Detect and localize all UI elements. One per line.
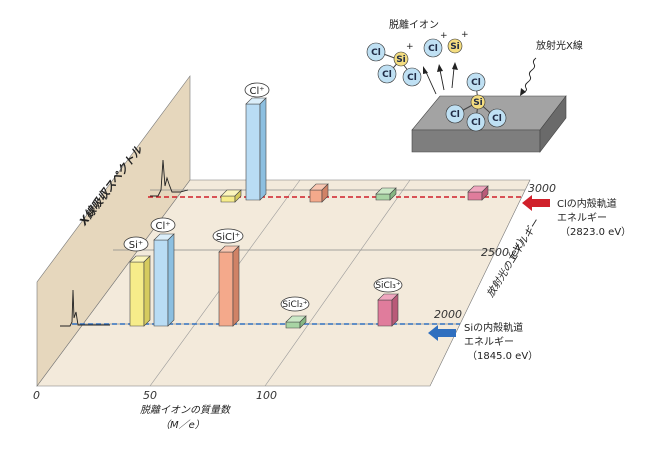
- svg-text:Cl: Cl: [471, 78, 481, 88]
- svg-text:Cl: Cl: [428, 44, 438, 54]
- mass-axis-unit: （M／e）: [160, 419, 205, 431]
- si-edge-arrow: [428, 325, 456, 341]
- bar-cl-plus-high: [245, 97, 267, 201]
- svg-text:+: +: [461, 30, 469, 40]
- svg-text:Cl: Cl: [371, 48, 381, 58]
- bar-cl-plus-low: [153, 233, 175, 327]
- label-cl-plus-high: Cl⁺: [244, 82, 270, 98]
- adsorbed-cl-top: Cl: [466, 72, 486, 92]
- grid-m100: [264, 179, 411, 387]
- radiation-label: 放射光X線: [536, 39, 583, 52]
- ion-si-plus: Si: [447, 38, 463, 54]
- label-sicl2-plus: SiCl₂⁺: [280, 296, 310, 312]
- energy-tick-2500: 2500: [481, 246, 509, 259]
- cl-edge-line3: （2823.0 eV）: [560, 226, 631, 238]
- svg-text:Si⁺: Si⁺: [129, 240, 143, 251]
- adsorbed-cl-left: Cl: [445, 104, 465, 124]
- bar-si-plus: [129, 255, 151, 327]
- frag-si: Si: [393, 51, 409, 67]
- surface-slab-side: [539, 95, 567, 153]
- box-sicl2-high: [375, 187, 397, 201]
- svg-text:+: +: [406, 42, 414, 52]
- svg-text:Si: Si: [396, 55, 406, 65]
- label-cl-plus-low: Cl⁺: [150, 217, 176, 233]
- xray-wave: [521, 57, 537, 94]
- svg-text:SiCl⁺: SiCl⁺: [216, 232, 240, 243]
- bar-sicl-plus: [218, 245, 240, 327]
- svg-text:Cl⁺: Cl⁺: [155, 221, 170, 232]
- mass-tick-50: 50: [143, 389, 157, 402]
- desorbed-ions-label: 脱離イオン: [389, 18, 439, 31]
- svg-text:SiCl₃⁺: SiCl₃⁺: [375, 281, 401, 291]
- spectrum-trace-cl: [150, 159, 189, 197]
- svg-text:Cl: Cl: [450, 110, 460, 120]
- adsorbed-cl-right: Cl: [487, 108, 507, 128]
- bar-sicl3-plus: [377, 293, 399, 327]
- label-si-plus: Si⁺: [123, 236, 149, 252]
- box-sicl-high: [309, 183, 329, 203]
- ion-cl-plus: Cl: [423, 38, 443, 58]
- frag-cl-3: Cl: [402, 67, 422, 87]
- svg-text:Cl: Cl: [471, 118, 481, 128]
- frag-cl-1: Cl: [366, 42, 386, 62]
- surface-slab-front: [411, 129, 541, 153]
- energy-tick-3000: 3000: [528, 182, 556, 195]
- si-edge-line1: Siの内殻軌道: [464, 321, 523, 334]
- inset-illustration: Cl Cl Cl Cl Si Cl: [366, 18, 583, 153]
- svg-text:Si: Si: [473, 98, 483, 108]
- svg-text:+: +: [440, 31, 448, 41]
- adsorbed-cl-bottom: Cl: [466, 112, 486, 132]
- spectrum-trace-si: [60, 289, 110, 327]
- svg-text:Cl: Cl: [492, 114, 502, 124]
- cl-edge-arrow: [522, 195, 550, 211]
- box-sicl3-high: [467, 185, 489, 201]
- si-edge-line3: （1845.0 eV）: [467, 350, 538, 362]
- svg-text:Cl: Cl: [407, 73, 417, 83]
- frag-cl-2: Cl: [377, 64, 397, 84]
- label-sicl3-plus: SiCl₃⁺: [373, 277, 403, 293]
- svg-text:SiCl₂⁺: SiCl₂⁺: [282, 300, 308, 310]
- adsorbed-si: Si: [470, 94, 486, 110]
- svg-text:Cl⁺: Cl⁺: [249, 86, 264, 97]
- surface-slab-top: [411, 95, 567, 131]
- bar-sicl2-plus: [285, 315, 307, 329]
- svg-text:Si: Si: [450, 42, 460, 52]
- energy-tick-2000: 2000: [434, 308, 462, 321]
- cl-edge-line1: Clの内殻軌道: [557, 197, 617, 210]
- svg-text:Cl: Cl: [382, 70, 392, 80]
- mass-tick-0: 0: [33, 389, 40, 402]
- mass-axis-title: 脱離イオンの質量数: [140, 404, 232, 416]
- si-edge-line2: エネルギー: [464, 336, 514, 348]
- mass-tick-100: 100: [256, 389, 277, 402]
- label-sicl-plus: SiCl⁺: [212, 228, 244, 244]
- box-si-high: [220, 189, 242, 203]
- cl-edge-line2: エネルギー: [557, 212, 607, 224]
